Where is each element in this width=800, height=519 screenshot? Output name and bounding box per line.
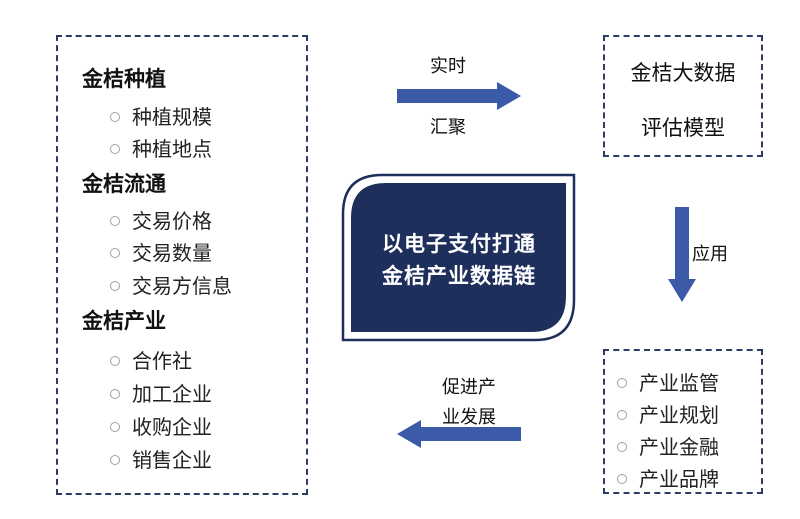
bottom-arrow-label-line2: 业发展 bbox=[442, 407, 496, 428]
center-title-line2: 金桔产业数据链 bbox=[382, 264, 536, 288]
bullet-icon bbox=[617, 441, 627, 452]
list-item: 交易方信息 bbox=[110, 270, 232, 299]
bullet-icon bbox=[110, 111, 120, 122]
bullet-icon bbox=[617, 409, 627, 420]
bullet-icon bbox=[110, 215, 120, 226]
bullet-icon bbox=[110, 280, 120, 291]
down-arrow-icon bbox=[668, 207, 696, 302]
applications-box: 产业监管 产业规划 产业金融 产业品牌 bbox=[603, 349, 763, 494]
bullet-icon bbox=[110, 247, 120, 258]
bullet-icon bbox=[110, 355, 120, 366]
data-source-panel: 金桔种植 种植规模 种植地点 金桔流通 交易价格 交易数量 交易方信息 金桔产业… bbox=[56, 35, 308, 495]
top-arrow-label-bottom: 汇聚 bbox=[430, 117, 466, 138]
bullet-icon bbox=[110, 454, 120, 465]
list-item: 加工企业 bbox=[110, 378, 212, 407]
bullet-icon bbox=[110, 388, 120, 399]
bullet-icon bbox=[110, 421, 120, 432]
list-item: 产业监管 bbox=[617, 367, 719, 396]
bullet-icon bbox=[617, 377, 627, 388]
list-item: 产业金融 bbox=[617, 431, 719, 460]
model-title-line1: 金桔大数据 bbox=[630, 61, 736, 85]
section-title-industry: 金桔产业 bbox=[82, 309, 166, 333]
list-item: 种植规模 bbox=[110, 101, 212, 130]
model-box: 金桔大数据 评估模型 bbox=[603, 35, 763, 157]
list-item: 产业品牌 bbox=[617, 463, 719, 492]
center-title-line1: 以电子支付打通 bbox=[382, 232, 536, 256]
list-item: 合作社 bbox=[110, 345, 192, 374]
left-arrow-icon bbox=[397, 420, 521, 448]
model-title-line2: 评估模型 bbox=[641, 116, 725, 140]
down-arrow-label: 应用 bbox=[692, 244, 728, 265]
right-arrow-icon bbox=[397, 82, 521, 110]
list-item: 交易价格 bbox=[110, 205, 212, 234]
top-arrow-label-top: 实时 bbox=[430, 56, 466, 77]
list-item: 产业规划 bbox=[617, 399, 719, 428]
section-title-planting: 金桔种植 bbox=[82, 67, 166, 91]
list-item: 销售企业 bbox=[110, 444, 212, 473]
list-item: 收购企业 bbox=[110, 411, 212, 440]
section-title-circulation: 金桔流通 bbox=[82, 172, 166, 196]
bullet-icon bbox=[110, 143, 120, 154]
list-item: 交易数量 bbox=[110, 237, 212, 266]
bullet-icon bbox=[617, 473, 627, 484]
list-item: 种植地点 bbox=[110, 133, 212, 162]
center-leaf-shape bbox=[341, 173, 576, 342]
bottom-arrow-label-line1: 促进产 bbox=[442, 377, 496, 398]
